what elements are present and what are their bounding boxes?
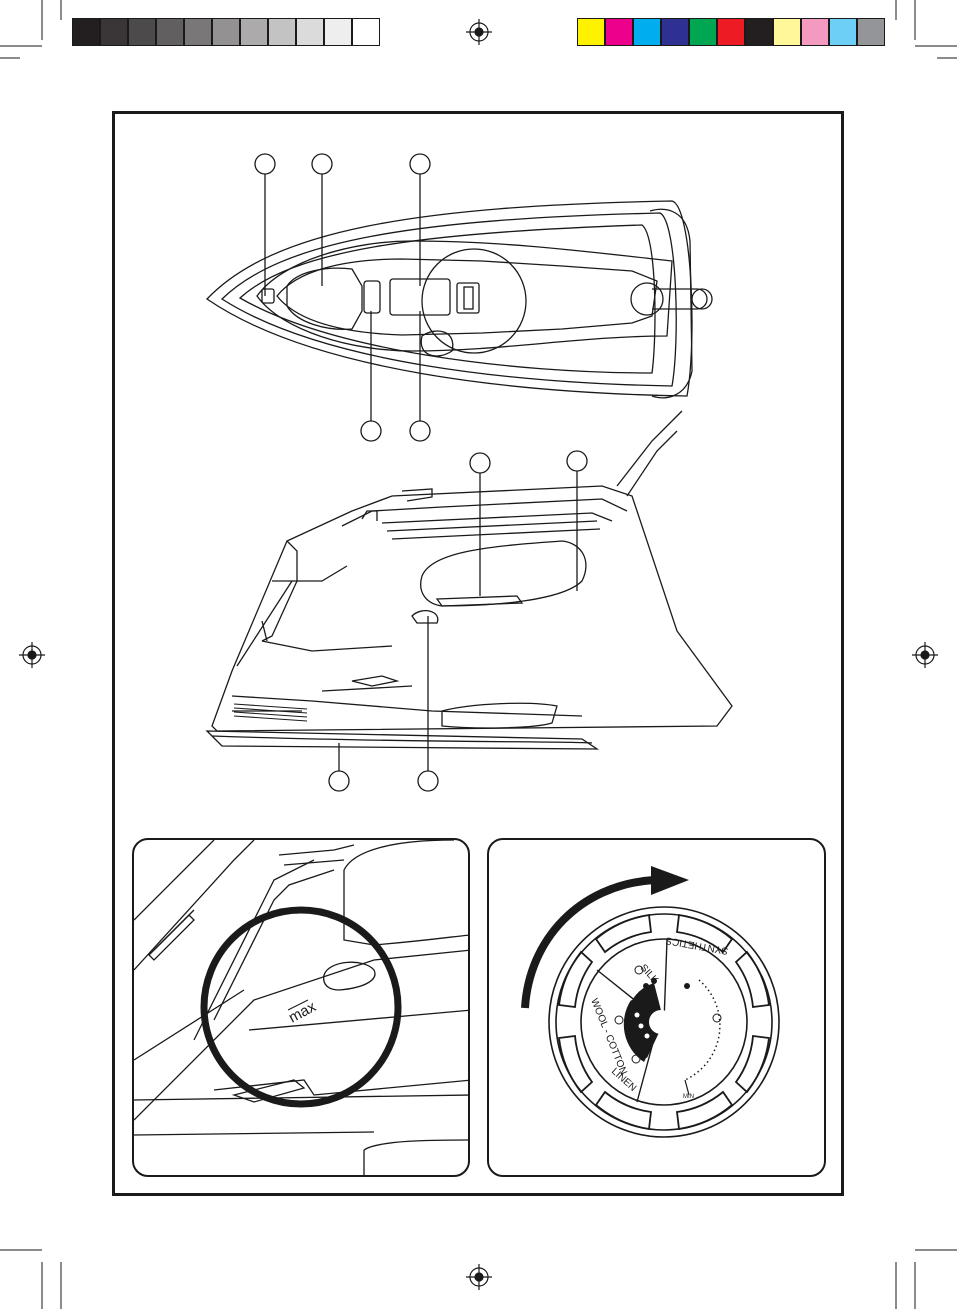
iron-illustrations	[112, 111, 844, 811]
temperature-dial-panel: SILK SYNTHETICS WOOL - COTTON LINEN MIN	[487, 838, 826, 1177]
registration-mark-top	[466, 19, 492, 45]
water-tank-panel: max	[132, 838, 470, 1177]
water-tank-illustration: max	[134, 840, 470, 1177]
registration-mark-bottom	[466, 1264, 492, 1290]
temperature-dial-illustration: SILK SYNTHETICS WOOL - COTTON LINEN MIN	[489, 840, 826, 1177]
silk-label: SILK	[638, 962, 661, 986]
registration-mark-right	[912, 642, 938, 668]
registration-mark-left	[19, 642, 45, 668]
min-label: MIN	[683, 1094, 694, 1100]
callout-markers-top	[255, 154, 430, 441]
iron-top-view	[207, 201, 712, 398]
wool-cotton-label: WOOL - COTTON	[588, 997, 629, 1076]
